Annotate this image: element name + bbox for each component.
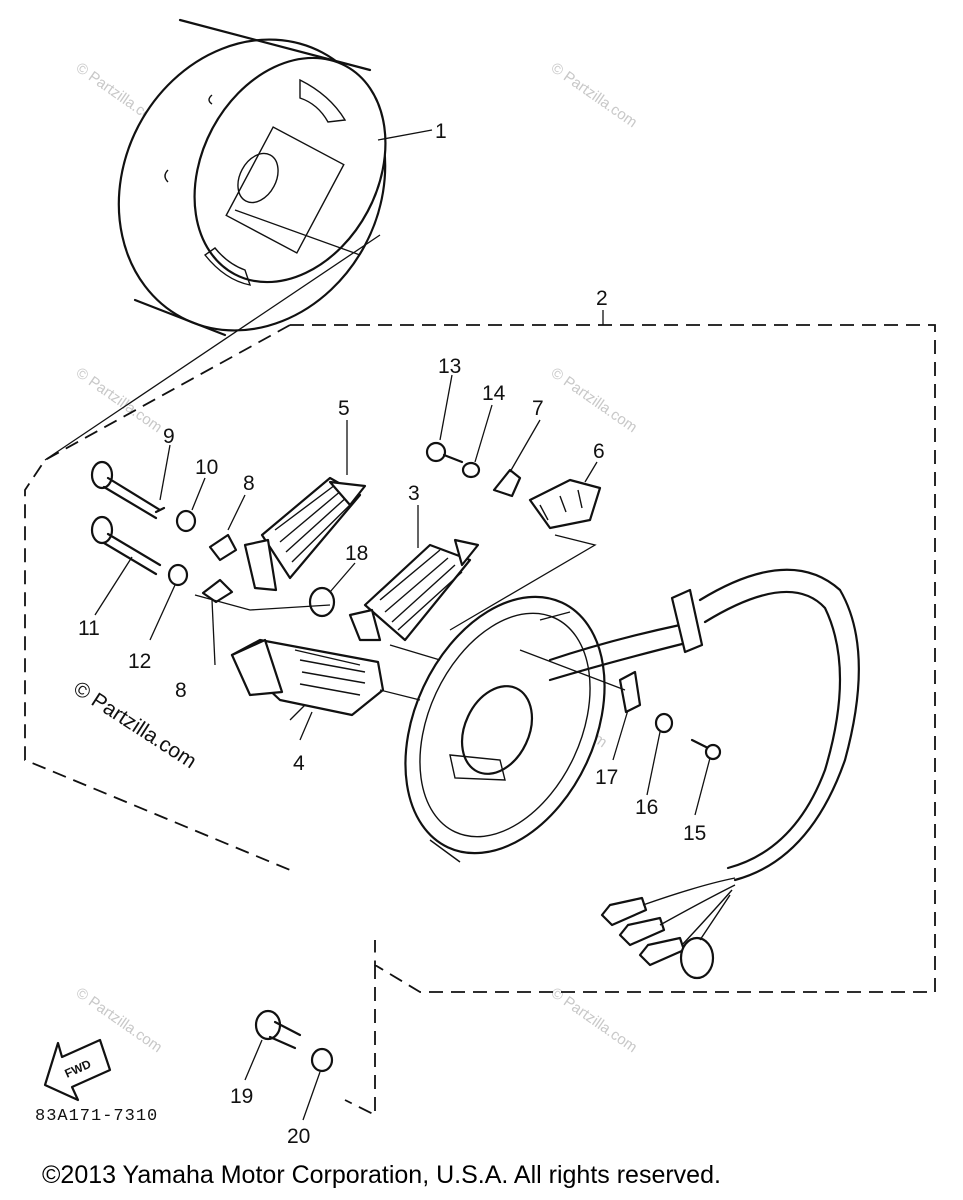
clip-7 xyxy=(492,468,522,498)
coil-3 xyxy=(348,538,480,642)
bolt-9 xyxy=(90,460,166,520)
callout-17: 17 xyxy=(595,766,618,789)
stator-base-plate xyxy=(404,595,606,863)
callout-12: 12 xyxy=(128,650,151,673)
callout-16: 16 xyxy=(635,796,658,819)
guide-lines xyxy=(44,209,626,721)
callout-8a: 8 xyxy=(243,472,255,495)
bolt-11 xyxy=(90,515,162,576)
washer-14 xyxy=(461,461,481,479)
copyright-notice: ©2013 Yamaha Motor Corporation, U.S.A. A… xyxy=(42,1161,721,1189)
clamp-17 xyxy=(618,670,642,714)
watermark: © Partzilla.com xyxy=(548,364,641,436)
callout-3: 3 xyxy=(408,482,420,505)
callout-10: 10 xyxy=(195,456,218,479)
callout-9: 9 xyxy=(163,425,175,448)
diagram-code: 83A171-7310 xyxy=(35,1107,158,1126)
callout-5: 5 xyxy=(338,397,350,420)
bolt-19 xyxy=(254,1009,302,1050)
callout-leaders xyxy=(94,129,711,1121)
spacer-18 xyxy=(308,586,336,618)
washer-16 xyxy=(654,712,674,734)
screw-15 xyxy=(690,738,722,761)
washer-20 xyxy=(310,1047,334,1073)
callout-8b: 8 xyxy=(175,679,187,702)
assembly-outline xyxy=(24,324,936,1117)
washer-10 xyxy=(175,509,197,533)
fwd-arrow-icon: FWD xyxy=(43,1038,112,1102)
connector-6 xyxy=(528,478,602,530)
callout-4: 4 xyxy=(293,752,305,775)
washer-12 xyxy=(167,563,189,587)
callout-labels: 1 2 3 4 5 6 7 8 8 9 10 11 12 13 14 15 16… xyxy=(78,120,706,1148)
coil-5 xyxy=(243,476,367,592)
callout-7: 7 xyxy=(532,397,544,420)
screw-13 xyxy=(425,441,464,464)
wire-harness xyxy=(548,568,860,980)
callout-2: 2 xyxy=(596,287,608,310)
callout-19: 19 xyxy=(230,1085,253,1108)
coil-4 xyxy=(230,638,385,717)
flywheel-rotor xyxy=(117,18,387,337)
callout-18: 18 xyxy=(345,542,368,565)
watermark: © Partzilla.com xyxy=(73,364,166,436)
callout-1: 1 xyxy=(435,120,447,143)
watermark: © Partzilla.com xyxy=(548,59,641,131)
callout-13: 13 xyxy=(438,355,461,378)
washer-8a xyxy=(208,533,238,562)
callout-20: 20 xyxy=(287,1125,310,1148)
callout-15: 15 xyxy=(683,822,706,845)
callout-6: 6 xyxy=(593,440,605,463)
callout-11: 11 xyxy=(78,617,100,640)
callout-14: 14 xyxy=(482,382,506,405)
watermark: © Partzilla.com xyxy=(548,984,641,1056)
